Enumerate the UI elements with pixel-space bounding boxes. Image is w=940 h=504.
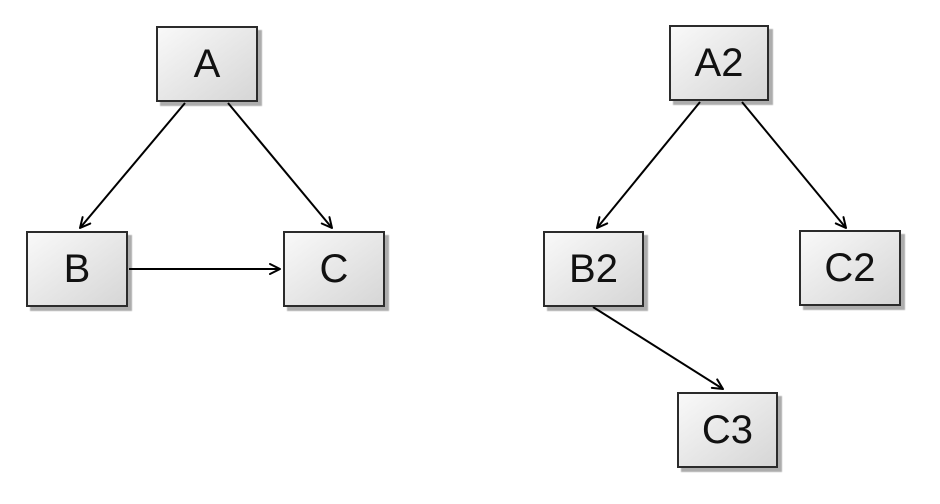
node-label-B2: B2 [569, 247, 618, 291]
edge-A-C[interactable] [227, 102, 333, 229]
node-B[interactable]: B [26, 231, 128, 307]
node-C3[interactable]: C3 [677, 392, 778, 468]
node-label-C3: C3 [701, 408, 754, 452]
node-label-C: C [319, 247, 349, 291]
node-B2[interactable]: B2 [543, 231, 644, 307]
node-C[interactable]: C [283, 231, 385, 307]
node-A[interactable]: A [156, 26, 258, 102]
edge-B2-C3[interactable] [592, 306, 724, 390]
node-label-A2: A2 [694, 41, 744, 85]
node-label-C2: C2 [824, 246, 876, 290]
edge-A2-B2[interactable] [596, 101, 701, 229]
node-label-B: B [63, 247, 91, 291]
edge-A-B[interactable] [79, 102, 186, 229]
edge-A2-C2[interactable] [741, 101, 847, 229]
node-A2[interactable]: A2 [669, 25, 769, 101]
edge-group [79, 101, 847, 390]
node-label-A: A [193, 42, 221, 86]
node-C2[interactable]: C2 [799, 230, 901, 306]
